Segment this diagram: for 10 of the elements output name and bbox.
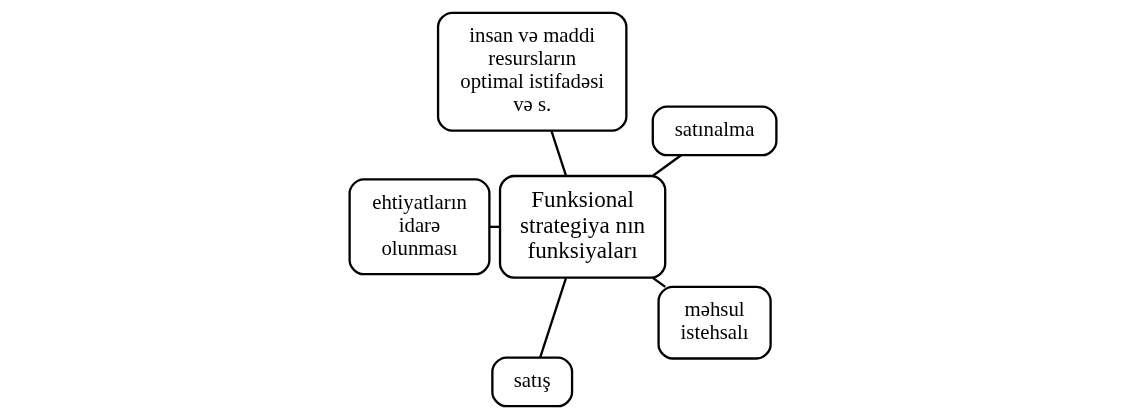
node-box: satış [490, 356, 573, 408]
node-box: ehtiyatların idarə olunması [347, 178, 491, 276]
connector [549, 130, 567, 176]
connector [651, 276, 666, 288]
node-box: məhsul istehsalı [656, 285, 772, 360]
node-box: Funksional strategiya nın funksiyaları [498, 174, 666, 279]
connector [651, 154, 682, 177]
node-box: satınalma [651, 105, 778, 157]
node-box: insan və maddi resursların optimal istifadəsi və s. [436, 11, 627, 132]
connector [538, 277, 567, 358]
